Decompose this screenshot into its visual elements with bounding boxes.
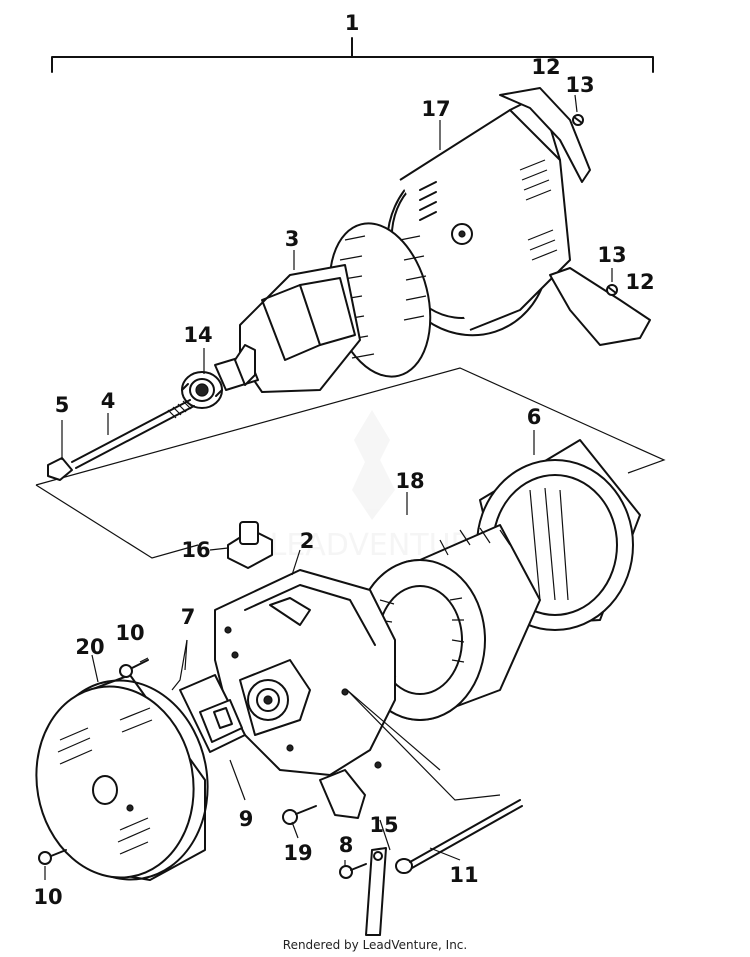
- callout-13-lower: 13: [597, 243, 626, 267]
- callout-10-lower: 10: [33, 885, 62, 909]
- callout-10-upper: 10: [115, 621, 144, 645]
- screw-19: [282, 805, 317, 825]
- callout-9: 9: [239, 807, 254, 831]
- leader-lines: [44, 94, 613, 880]
- through-bolt-upper: [71, 399, 195, 469]
- regulator: [179, 674, 246, 753]
- screw-10-lower: [38, 849, 67, 865]
- deflector-plate-lower: [549, 267, 651, 346]
- assembly-bracket: [51, 37, 654, 73]
- callout-17: 17: [421, 97, 450, 121]
- callout-13-upper: 13: [565, 73, 594, 97]
- callout-19: 19: [283, 841, 312, 865]
- callout-12-upper: 12: [531, 55, 560, 79]
- callout-11: 11: [449, 863, 478, 887]
- callout-18: 18: [395, 469, 424, 493]
- end-cover: [35, 674, 209, 881]
- screw-10-upper: [119, 659, 149, 678]
- bearing: [181, 371, 223, 409]
- footer-credit: Rendered by LeadVenture, Inc.: [282, 938, 468, 952]
- callout-3: 3: [285, 227, 300, 251]
- callout-5: 5: [55, 393, 70, 417]
- front-housing: [214, 569, 396, 819]
- callout-2: 2: [300, 529, 315, 553]
- callout-14: 14: [183, 323, 212, 347]
- callouts: 1 12 13 17 3 13 12 14 5 4 6 18 2 16 7 10…: [33, 11, 654, 909]
- screw-13-upper: [572, 114, 584, 126]
- screw-8: [339, 863, 367, 879]
- callout-15: 15: [369, 813, 398, 837]
- rotor-assembly: [214, 222, 432, 393]
- assembly-outline: [35, 367, 666, 559]
- callout-12-lower: 12: [625, 270, 654, 294]
- callout-1: 1: [345, 11, 360, 35]
- deflector-plate-upper: [499, 87, 591, 183]
- callout-16: 16: [181, 538, 210, 562]
- callout-8: 8: [339, 833, 354, 857]
- nut: [47, 457, 73, 481]
- mounting-strap: [365, 847, 387, 936]
- callout-20: 20: [75, 635, 104, 659]
- callout-4: 4: [101, 389, 116, 413]
- callout-7: 7: [181, 605, 196, 629]
- screw-13-lower: [606, 284, 618, 296]
- through-bolt-lower: [395, 799, 523, 874]
- callout-6: 6: [527, 405, 542, 429]
- terminal-block: [227, 521, 273, 569]
